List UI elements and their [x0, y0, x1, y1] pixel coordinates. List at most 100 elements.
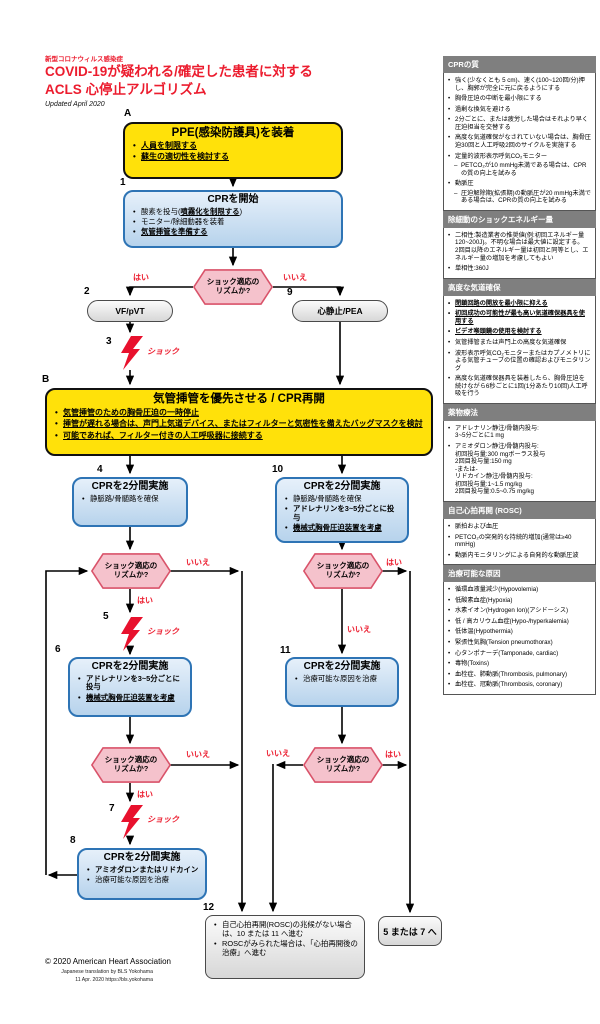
node-intubation-priority-title: 気管挿管を優先させる / CPR再開: [153, 393, 325, 405]
node-ppe-bullets: 人員を制限する蘇生の適切性を検討する: [131, 141, 335, 162]
sidebar-header-rosc: 自己心拍再開 (ROSC): [443, 501, 596, 519]
decision-text: ショック適応のリズムか?: [316, 561, 370, 579]
decision-text: ショック適応のリズムか?: [104, 561, 158, 579]
sidebar-list-reversible-causes: 循環血液量減少(Hypovolemia) 低酸素血症(Hypoxia) 水素イオン(…: [448, 586, 591, 689]
sidebar-section-drug-therapy: 薬物療法 アドレナリン静注/骨髄内投与: 3~5分ごとに1 mg アミオダロン静注…: [443, 403, 596, 502]
updated-date: Updated April 2020: [45, 101, 105, 109]
bullet-item: 波形表示呼気CO₂モニターまたはカプノメトリによる気管チューブの位置の確認および…: [448, 350, 591, 373]
node-ppe: PPE(感染防護具)を装着 人員を制限する蘇生の適切性を検討する: [123, 122, 343, 179]
step-label-4: 4: [97, 464, 103, 475]
sidebar-section-rosc: 自己心拍再開 (ROSC) 脈拍および血圧 PETCO₂の突発的な持続的増加(通常…: [443, 501, 596, 566]
step-label-10: 10: [272, 464, 284, 475]
hexagon-shape: [193, 269, 273, 305]
bullet-item: 毒物(Toxins): [448, 660, 591, 668]
bullet-item: アドレナリンを3~5分ごとに投与: [285, 504, 401, 523]
node-cpr-2min-6-title: CPRを2分間実施: [91, 661, 169, 672]
node-rosc-check: 自己心拍再開(ROSC)の兆候がない場合は、10 または 11 へ進むROSCが…: [205, 915, 365, 979]
step-label-3: 3: [106, 336, 112, 347]
step-label-9: 9: [287, 287, 293, 298]
node-vf-pvt-text: VF/pVT: [115, 306, 145, 316]
sidebar-header-reversible-causes: 治療可能な原因: [443, 565, 596, 583]
node-goto-5-or-7: 5 または 7 へ: [378, 916, 442, 946]
bullet-item: 機械式胸骨圧迫装置を考慮: [285, 523, 401, 533]
bullet-item: アドレナリン静注/骨髄内投与: 3~5分ごとに1 mg: [448, 425, 591, 440]
bullet-item: 酸素を投与(噴霧化を制限する): [133, 207, 335, 217]
yes-label: はい: [137, 596, 153, 605]
decision-text: ショック適応のリズムか?: [206, 277, 260, 295]
bullet-item: 圧迫解除期(拡張期)の動脈圧が20 mmHg未満である場合は、CPRの質の向上を…: [454, 190, 591, 205]
bullet-item: 静脈路/骨髄路を確保: [82, 494, 180, 504]
bullet-item: PETCO₂が10 mmHg未満である場合は、CPRの質の向上を試みる: [454, 162, 591, 177]
bullet-item: 可能であれば、フィルター付きの人工呼吸器に接続する: [55, 431, 425, 441]
step-label-1: 1: [120, 177, 126, 188]
bullet-item: 脈拍および血圧: [448, 523, 591, 531]
bullet-item: 機械式胸骨圧迫装置を考慮: [78, 693, 184, 703]
sidebar-header-advanced-airway: 高度な気道確保: [443, 278, 596, 296]
no-label: いいえ: [283, 273, 307, 282]
sidebar-list-rosc: 脈拍および血圧PETCO₂の突発的な持続的増加(通常は≥40 mmHg)動脈内モ…: [448, 523, 591, 559]
step-label-6: 6: [55, 644, 61, 655]
bullet-item: 二相性:製造業者の推奨値(例:初回エネルギー量120~200J)。不明な場合は最…: [448, 232, 591, 262]
node-asystole-pea-text: 心静止/PEA: [317, 306, 363, 316]
shock-label-3: ショック: [147, 347, 179, 356]
bullet-item: 閉鎖回路の開放を最小限に抑える: [448, 300, 591, 308]
sidebar-section-advanced-airway: 高度な気道確保 閉鎖回路の開放を最小限に抑える初回成功の可能性が最も高い気道確保…: [443, 278, 596, 404]
node-cpr-2min-4-title: CPRを2分間実施: [91, 481, 169, 492]
bullet-item: アミオダロン静注/骨髄内投与: 初回投与量:300 mgボーラス投与 2回目投与…: [448, 443, 591, 496]
shock-bolt-icon-7: [117, 805, 143, 839]
node-cpr-2min-10-title: CPRを2分間実施: [303, 481, 381, 492]
no-label: いいえ: [186, 750, 210, 759]
bullet-item: 過剰な換気を避ける: [448, 106, 591, 114]
sidebar-header-cpr-quality: CPRの質: [443, 56, 596, 73]
sidebar-section-shock-energy: 除細動のショックエネルギー量 二相性:製造業者の推奨値(例:初回エネルギー量12…: [443, 210, 596, 279]
sidebar-list-advanced-airway: 閉鎖回路の開放を最小限に抑える初回成功の可能性が最も高い気道確保器具を使用するビ…: [448, 300, 591, 398]
title-block: 新型コロナウィルス感染症 COVID-19が疑われる/確定した患者に対する AC…: [45, 53, 313, 108]
decision-shockable-rhythm-2: ショック適応のリズムか?: [91, 553, 171, 589]
node-cpr-2min-11: CPRを2分間実施 治療可能な原因を治療: [285, 657, 399, 707]
bullet-item: 単相性:360J: [448, 265, 591, 273]
bullet-item: 2分ごとに、または疲労した場合はそれより早く圧迫担当を交替する: [448, 116, 591, 131]
bullet-item: 低体温(Hypothermia): [448, 628, 591, 636]
node-cpr-2min-6-bullets: アドレナリンを3~5分ごとに投与機械式胸骨圧迫装置を考慮: [76, 674, 184, 703]
node-cpr-2min-11-bullets: 治療可能な原因を治療: [293, 674, 391, 684]
bullet-item: アミオダロンまたはリドカイン: [87, 865, 199, 875]
decision-text: ショック適応のリズムか?: [104, 755, 158, 773]
bullet-item: 心タンポナーデ(Tamponade, cardiac): [448, 650, 591, 658]
bullet-item: 気管挿管のための胸骨圧迫の一時停止: [55, 408, 425, 418]
bullet-item: 高度な気道確保器具を装着したら、胸骨圧迫を続けながら6秒ごとに1回(1分あたり1…: [448, 375, 591, 398]
node-cpr-2min-10: CPRを2分間実施 静脈路/骨髄路を確保アドレナリンを3~5分ごとに投与機械式胸…: [275, 477, 409, 543]
step-label-2: 2: [84, 286, 90, 297]
footer: © 2020 American Heart Association Japane…: [45, 957, 171, 985]
node-vf-pvt: VF/pVT: [87, 300, 173, 322]
decision-shockable-rhythm-9b: ショック適応のリズムか?: [303, 553, 383, 589]
decision-text: ショック適応のリズムか?: [316, 755, 370, 773]
sidebar-list-shock-energy: 二相性:製造業者の推奨値(例:初回エネルギー量120~200J)。不明な場合は最…: [448, 232, 591, 273]
step-label-12: 12: [203, 902, 215, 913]
bullet-item: 静脈路/骨髄路を確保: [285, 494, 401, 504]
yes-label: はい: [137, 790, 153, 799]
node-cpr-2min-4-bullets: 静脈路/骨髄路を確保: [80, 494, 180, 504]
node-ppe-title: PPE(感染防護具)を装着: [171, 127, 295, 139]
page-title-line2: ACLS 心停止アルゴリズム: [45, 81, 207, 97]
copyright-text: © 2020 American Heart Association: [45, 957, 171, 966]
bullet-item: 胸骨圧迫の中断を最小限にする: [448, 95, 591, 103]
node-cpr-2min-11-title: CPRを2分間実施: [303, 661, 381, 672]
sidebar-list-cpr-quality: 強く(少なくとも 5 cm)、速く(100~120回/分)押し、胸郭が完全に元に…: [448, 77, 591, 205]
translation-credit: Japanese translation by BLS Yokohama: [61, 969, 153, 975]
bullet-item: PETCO₂の突発的な持続的増加(通常は≥40 mmHg): [448, 534, 591, 549]
no-label: いいえ: [186, 558, 210, 567]
yes-label: はい: [386, 558, 402, 567]
bullet-item: 挿管が遅れる場合は、声門上気道デバイス、またはフィルターと気密性を備えたバッグマ…: [55, 419, 425, 429]
node-cpr-2min-8-bullets: アミオダロンまたはリドカイン治療可能な原因を治療: [85, 865, 199, 885]
bullet-item: 低酸素血症(Hypoxia): [448, 597, 591, 605]
decision-shockable-rhythm-11b: ショック適応のリズムか?: [303, 747, 383, 783]
sidebar-header-drug-therapy: 薬物療法: [443, 403, 596, 421]
node-asystole-pea: 心静止/PEA: [292, 300, 388, 322]
bullet-item: 循環血液量減少(Hypovolemia): [448, 586, 591, 594]
bullet-item: 水素イオン(Hydrogen Ion)(アシドーシス): [448, 607, 591, 615]
shock-label-7: ショック: [147, 815, 179, 824]
step-label-5: 5: [103, 611, 109, 622]
no-label: いいえ: [347, 625, 371, 634]
bullet-item: 治療可能な原因を治療: [87, 875, 199, 885]
shock-bolt-icon-3: [117, 336, 143, 370]
